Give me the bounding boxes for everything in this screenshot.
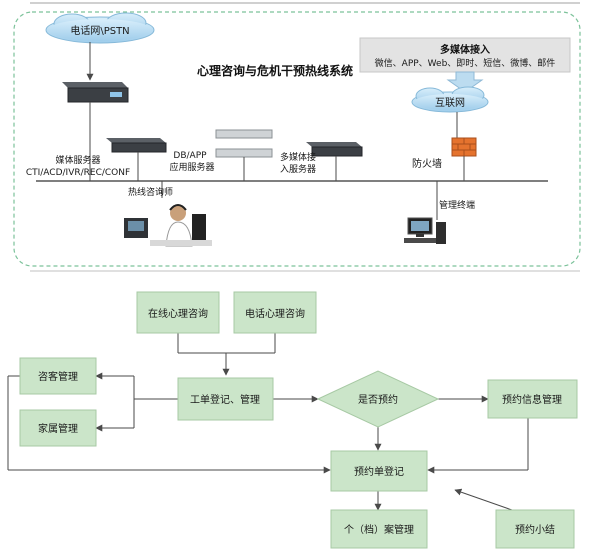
firewall-label: 防火墙 xyxy=(412,157,442,170)
online-consult-box: 在线心理咨询 xyxy=(136,291,220,334)
appointment-info-box: 预约信息管理 xyxy=(487,379,578,419)
ticket-register-box: 工单登记、管理 xyxy=(177,377,274,421)
family-mgmt-label: 家属管理 xyxy=(38,422,78,435)
multimedia-box xyxy=(359,37,571,73)
appointment-summary-box: 预约小结 xyxy=(495,509,575,549)
terminal-computer-icon xyxy=(404,217,446,244)
media-server-protocols: CTI/ACD/IVR/REC/CONF xyxy=(26,168,130,178)
appointment-info-label: 预约信息管理 xyxy=(502,393,562,406)
counselor-label: 热线咨询师 xyxy=(128,186,173,198)
db-server-label: DB/APP xyxy=(173,151,207,161)
case-mgmt-label: 个（档）案管理 xyxy=(344,523,414,536)
is-appointment-label: 是否预约 xyxy=(358,393,398,406)
system-title: 心理咨询与危机干预热线系统 xyxy=(197,63,353,78)
media-server-icon xyxy=(106,138,167,153)
firewall-icon xyxy=(451,137,477,157)
internet-cloud: 互联网 xyxy=(411,86,489,113)
is-appointment-diamond: 是否预约 xyxy=(316,370,440,428)
phone-consult-label: 电话心理咨询 xyxy=(245,307,305,320)
media-server-label: 媒体服务器 xyxy=(55,154,100,166)
terminal-label: 管理终端 xyxy=(439,199,475,211)
appointment-summary-label: 预约小结 xyxy=(515,523,555,536)
multimedia-server-label: 多媒体接 xyxy=(280,151,316,163)
internet-label: 互联网 xyxy=(435,97,465,109)
client-mgmt-box: 咨客管理 xyxy=(19,357,97,395)
multimedia-server-label-2: 入服务器 xyxy=(280,163,316,175)
phone-consult-box: 电话心理咨询 xyxy=(233,291,317,334)
appointment-register-label: 预约单登记 xyxy=(354,465,404,478)
down-arrow-icon xyxy=(446,71,484,93)
counselor-photo xyxy=(124,204,212,247)
online-consult-label: 在线心理咨询 xyxy=(148,307,208,320)
ticket-register-label: 工单登记、管理 xyxy=(190,393,260,406)
multimedia-channels: 微信、APP、Web、即时、短信、微博、邮件 xyxy=(375,57,556,69)
multimedia-title: 多媒体接入 xyxy=(440,43,490,56)
client-mgmt-label: 咨客管理 xyxy=(38,370,78,383)
gateway-device-icon xyxy=(62,82,129,103)
appointment-register-box: 预约单登记 xyxy=(330,450,428,492)
multimedia-server-icon xyxy=(306,142,363,157)
pstn-cloud: 电话网\PSTN xyxy=(45,12,155,44)
app-server-label: 应用服务器 xyxy=(169,161,214,173)
family-mgmt-box: 家属管理 xyxy=(19,409,97,447)
case-mgmt-box: 个（档）案管理 xyxy=(330,509,428,549)
system-panel xyxy=(13,11,581,267)
pstn-label: 电话网\PSTN xyxy=(70,24,129,37)
